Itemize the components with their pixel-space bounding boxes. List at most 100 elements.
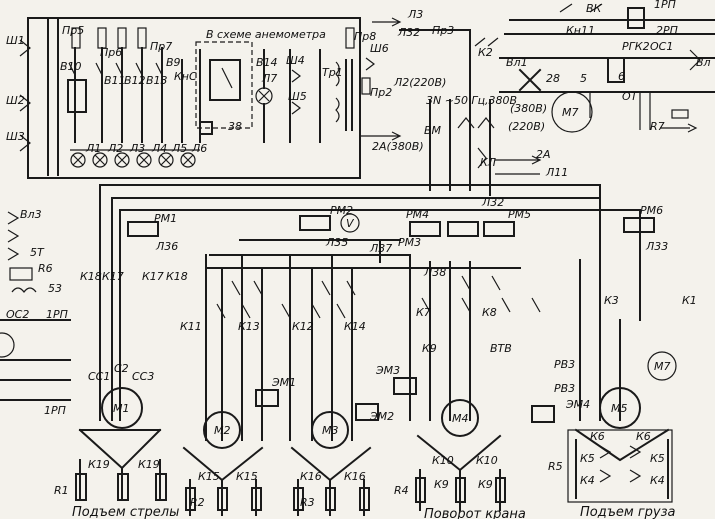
relay-bus — [0, 184, 677, 441]
label-k19-b: К19 — [138, 458, 160, 471]
label-38: 38 — [228, 120, 242, 133]
label-v11: В11 — [104, 74, 126, 87]
label-pr2: Пр2 — [370, 86, 392, 99]
voltmeter-icon — [340, 213, 360, 233]
label-v12: В12 — [124, 74, 146, 87]
motor-m1 — [101, 387, 143, 429]
label-l38: Л38 — [423, 266, 446, 279]
label-6: 6 — [618, 70, 625, 83]
label-1rp-top: 1РП — [654, 0, 676, 11]
label-em1: ЭМ1 — [271, 376, 296, 389]
label-os2: ОС2 — [6, 308, 29, 321]
anemometer-box — [195, 41, 253, 129]
label-rm6: РМ6 — [640, 204, 663, 217]
label-k10-b: К10 — [476, 454, 498, 467]
label-l32: Л32 — [481, 196, 504, 209]
caption-load-lift: Подъем груза — [580, 505, 676, 519]
relay-rm6 — [623, 217, 655, 233]
label-r1: R1 — [54, 484, 69, 497]
motor-m7 — [647, 351, 677, 381]
caption-crane-rotation: Поворот крана — [424, 507, 526, 519]
label-k18-b: К18 — [166, 270, 188, 283]
label-sh1: Ш1 — [6, 34, 25, 47]
label-k14: К14 — [344, 320, 366, 333]
label-m1: М1 — [113, 402, 130, 415]
label-k12: К12 — [292, 320, 314, 333]
label-l2-220: Л2(220В) — [393, 76, 446, 89]
label-ss1: СС1 — [88, 370, 110, 383]
label-k1: К1 — [682, 294, 697, 307]
label-kns: КнС — [174, 70, 197, 83]
label-k6-b: К6 — [636, 430, 651, 443]
label-rm5: РМ5 — [508, 208, 531, 221]
label-k8: К8 — [482, 306, 497, 319]
label-l4: Л4 — [151, 142, 167, 155]
label-28: 28 — [546, 72, 560, 85]
label-sh5: Ш5 — [288, 90, 307, 103]
label-s2: С2 — [114, 362, 129, 375]
label-k9-b: К9 — [478, 478, 493, 491]
label-2a-380: 2А(380В) — [372, 140, 424, 153]
label-pr7: Пр7 — [150, 40, 172, 53]
label-l32-top: Л32 — [397, 26, 420, 39]
label-vl1: Вл1 — [506, 56, 528, 69]
label-v-meter: V — [346, 217, 355, 230]
label-rm1: РМ1 — [154, 212, 177, 225]
label-k13: К13 — [238, 320, 260, 333]
label-vl: Вл — [696, 56, 711, 69]
label-ss3: СС3 — [132, 370, 154, 383]
label-k9-a: К9 — [434, 478, 449, 491]
label-k4-a: К4 — [580, 474, 595, 487]
motor-m5 — [599, 387, 641, 429]
label-l33: Л33 — [645, 240, 668, 253]
label-pr5: Пр5 — [62, 24, 84, 37]
relay-rm2 — [299, 215, 331, 231]
label-1rp-low: 1РП — [44, 404, 66, 417]
label-r6: R6 — [38, 262, 53, 275]
label-k5-a: К5 — [580, 452, 595, 465]
label-sh6: Ш6 — [370, 42, 389, 55]
label-pr3: Пр3 — [432, 24, 454, 37]
label-kn11: Кн11 — [566, 24, 595, 37]
label-l3: Л3 — [129, 142, 145, 155]
lighting-panel — [19, 17, 402, 179]
labels: Ш1 Ш2 Ш3 Пр5 Пр6 Пр7 Пр8 Пр2 Пр3 В10 В11… — [6, 0, 711, 519]
label-k17-a: К17 — [102, 270, 124, 283]
label-k16-b: К16 — [344, 470, 366, 483]
brake-em1 — [255, 389, 279, 407]
label-rm4: РМ4 — [406, 208, 429, 221]
label-m5: М5 — [611, 402, 628, 415]
label-ot: ОТ — [622, 90, 639, 103]
label-l35: Л35 — [325, 236, 348, 249]
label-5t: 5Т — [30, 246, 45, 259]
label-l6: Л6 — [191, 142, 207, 155]
motor-row — [75, 387, 673, 516]
label-53: 53 — [48, 282, 62, 295]
label-em4: ЭМ4 — [565, 398, 590, 411]
label-r4: R4 — [394, 484, 409, 497]
label-vtv: ВТВ — [490, 342, 512, 355]
label-v9: В9 — [166, 56, 181, 69]
relay-rm3 — [447, 221, 479, 237]
label-pr6: Пр6 — [100, 46, 122, 59]
label-r7: R7 — [650, 120, 665, 133]
label-vl3: Вл3 — [20, 208, 42, 221]
label-k9: К9 — [422, 342, 437, 355]
label-k19-a: К19 — [88, 458, 110, 471]
label-vk: ВК — [586, 2, 603, 15]
label-m2: М2 — [214, 424, 231, 437]
label-m7: М7 — [654, 360, 671, 373]
brake-em3 — [393, 377, 417, 395]
caption-boom-lift: Подъем стрелы — [72, 505, 179, 519]
label-k7: К7 — [416, 306, 431, 319]
relay-rm1 — [127, 221, 159, 237]
label-v14: В14 — [256, 56, 278, 69]
relay-rm4 — [409, 221, 441, 237]
label-k10-a: К10 — [432, 454, 454, 467]
label-k3: К3 — [604, 294, 619, 307]
label-2a: 2А — [536, 148, 551, 161]
label-l3-out: Л3 — [407, 8, 423, 21]
label-m7-top: М7 — [562, 106, 579, 119]
label-380: (380В) — [510, 102, 547, 115]
